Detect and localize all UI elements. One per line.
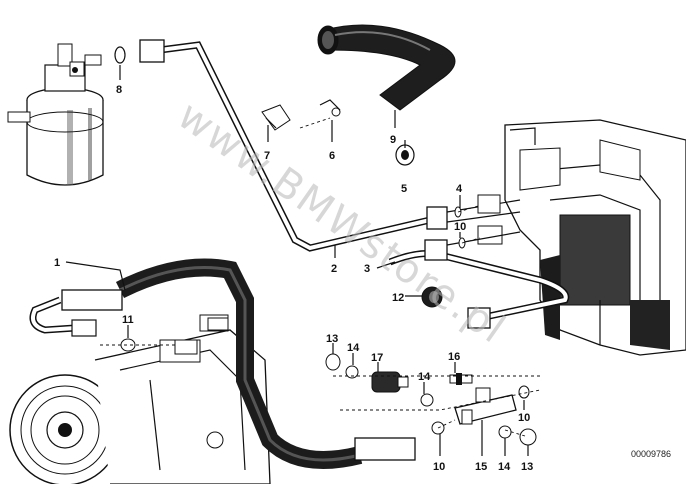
compressor-illustration	[9, 314, 271, 484]
callout-1: 1	[54, 257, 60, 269]
callout-13-left: 13	[326, 333, 338, 345]
hose-9-illustration	[317, 24, 456, 111]
leader-lines	[65, 65, 529, 456]
callout-14-right: 14	[498, 461, 511, 473]
receiver-dryer-illustration	[7, 43, 104, 186]
callout-12: 12	[392, 292, 404, 304]
callout-13-right: 13	[521, 461, 533, 473]
callout-6: 6	[329, 150, 335, 162]
callout-4: 4	[456, 183, 463, 195]
engine-block-illustration	[504, 119, 686, 356]
callout-17: 17	[371, 352, 383, 364]
callout-7: 7	[264, 150, 270, 162]
callout-10-right: 10	[518, 412, 530, 424]
callout-3: 3	[364, 263, 370, 275]
assembly-lines	[100, 117, 541, 437]
callout-5: 5	[401, 183, 407, 195]
hose-1-illustration	[29, 258, 416, 469]
callout-2: 2	[331, 263, 337, 275]
callout-15: 15	[475, 461, 487, 473]
callout-16: 16	[448, 351, 460, 363]
callout-labels: 1 2 3 4 5 6 7 8 9 10 10 10 11 12 13 13 1…	[54, 84, 533, 473]
small-parts-illustration	[114, 46, 537, 446]
callout-9: 9	[390, 134, 396, 146]
pipe-3-illustration	[388, 225, 570, 329]
callout-14-middle: 14	[418, 371, 431, 383]
callout-10-bottom: 10	[433, 461, 445, 473]
callout-10-condenser: 10	[454, 221, 466, 233]
callout-8: 8	[116, 84, 122, 96]
pipe-2-illustration	[139, 39, 521, 252]
callout-11: 11	[122, 314, 134, 326]
document-number: 00009786	[631, 449, 671, 459]
callout-14-left: 14	[347, 342, 360, 354]
